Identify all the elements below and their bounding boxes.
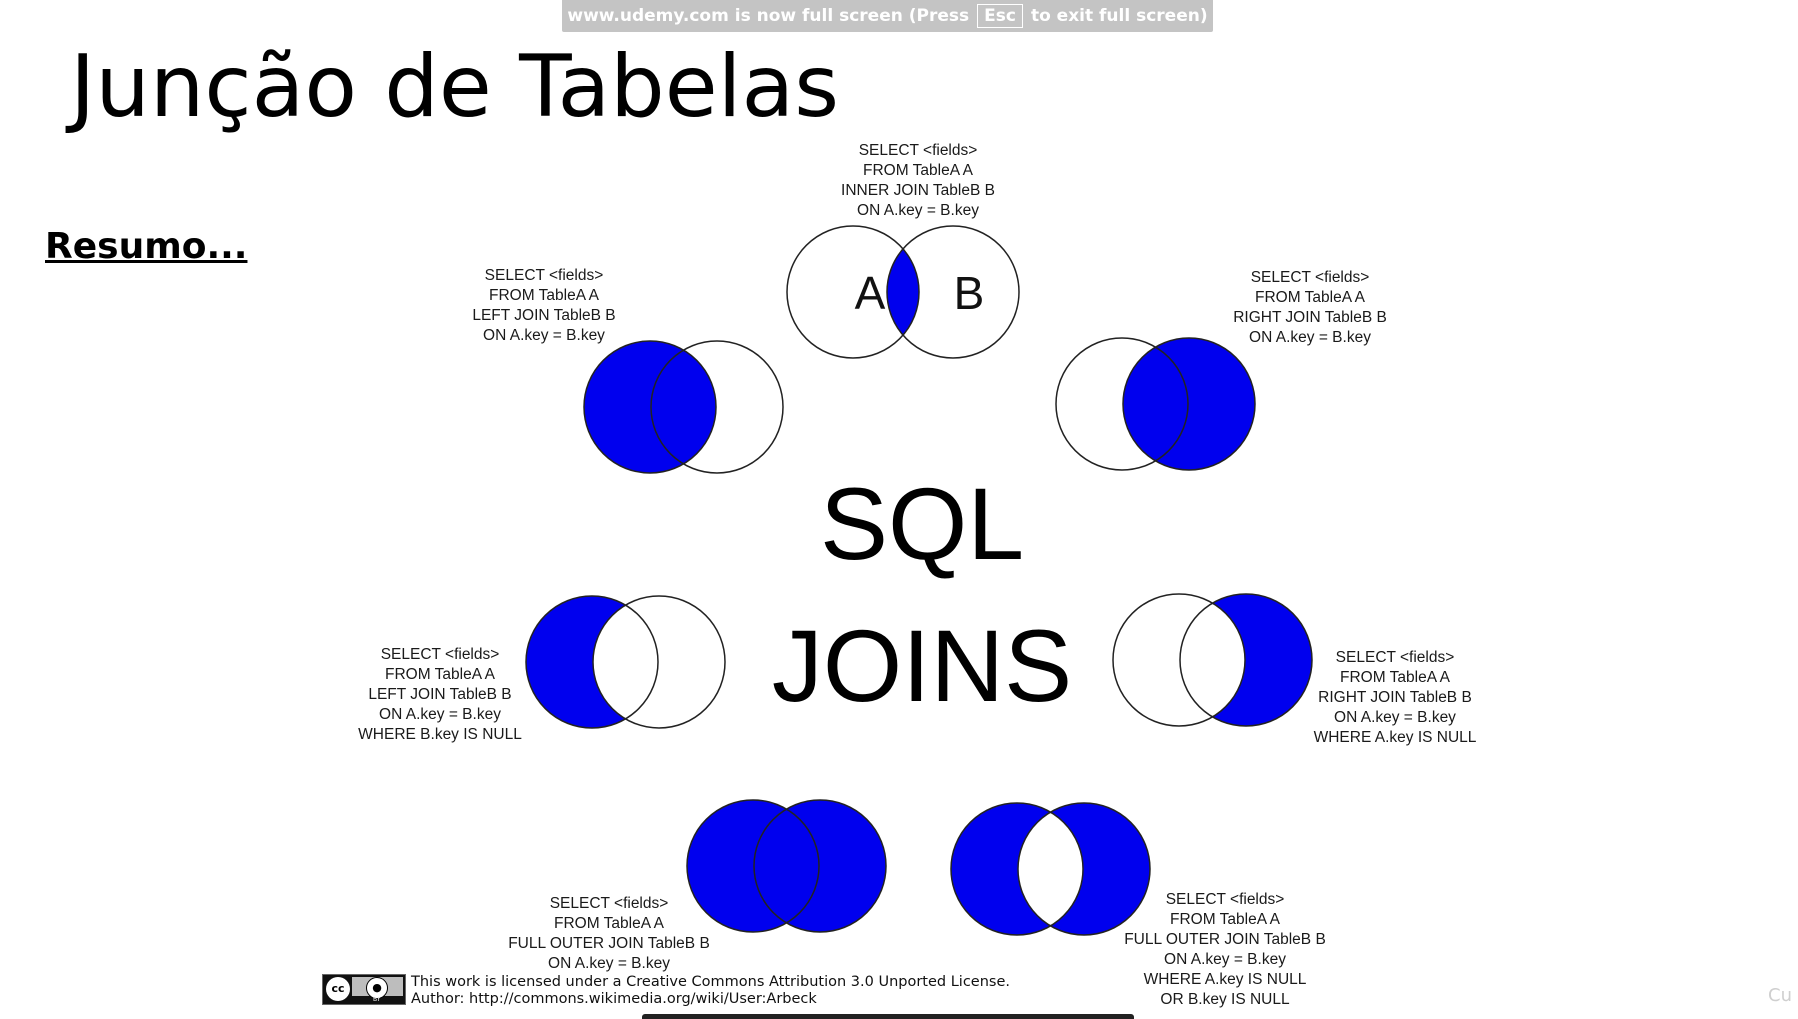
sql-line: FULL OUTER JOIN TableB B: [1124, 931, 1326, 948]
sql-line: FROM TableA A: [489, 287, 599, 304]
venn-inner-join: [786, 225, 1020, 359]
circle-label-a: A: [855, 267, 886, 319]
sql-line: ON A.key = B.key: [548, 955, 670, 972]
sql-line: OR B.key IS NULL: [1160, 991, 1290, 1008]
sql-right-exclusive-join: SELECT <fields> FROM TableA A RIGHT JOIN…: [1314, 648, 1477, 748]
venn-right-exclusive-join: [1112, 593, 1313, 727]
sql-line: FROM TableA A: [554, 915, 664, 932]
sql-line: SELECT <fields>: [1165, 891, 1285, 908]
sql-line: SELECT <fields>: [858, 142, 978, 159]
sql-line: SELECT <fields>: [1250, 269, 1370, 286]
sql-left-join: SELECT <fields> FROM TableA A LEFT JOIN …: [472, 266, 615, 346]
sql-line: INNER JOIN TableB B: [841, 182, 995, 199]
venn-right-join: [1055, 337, 1256, 471]
author-line: Author: http://commons.wikimedia.org/wik…: [411, 991, 817, 1007]
sql-line: LEFT JOIN TableB B: [472, 307, 616, 324]
cc-by-label: BY: [373, 996, 381, 1003]
sql-line: SELECT <fields>: [1335, 649, 1455, 666]
sql-line: ON A.key = B.key: [1164, 951, 1286, 968]
sql-line: RIGHT JOIN TableB B: [1318, 689, 1472, 706]
video-controls-edge[interactable]: [642, 1014, 1134, 1019]
venn-left-exclusive-join: [525, 595, 726, 729]
fullscreen-notice-text-end: to exit full screen): [1030, 6, 1208, 26]
sql-line: ON A.key = B.key: [857, 202, 979, 219]
venn-full-outer-join: [686, 799, 887, 933]
sql-line: FROM TableA A: [1255, 289, 1365, 306]
sql-line: FROM TableA A: [1170, 911, 1280, 928]
creative-commons-badge: cc ● BY: [322, 974, 406, 1005]
esc-key-hint: Esc: [977, 4, 1023, 28]
sql-line: ON A.key = B.key: [483, 327, 605, 344]
slide-title: Junção de Tabelas: [70, 37, 840, 137]
sql-line: WHERE A.key IS NULL: [1313, 729, 1477, 746]
fullscreen-notice-text-start: www.udemy.com is now full screen (Press: [567, 6, 970, 26]
sql-line: ON A.key = B.key: [379, 706, 501, 723]
venn-left-join: [583, 340, 784, 474]
sql-inner-join: SELECT <fields> FROM TableA A INNER JOIN…: [841, 141, 995, 221]
sql-line: RIGHT JOIN TableB B: [1233, 309, 1387, 326]
sql-left-exclusive-join: SELECT <fields> FROM TableA A LEFT JOIN …: [358, 645, 522, 745]
sql-full-outer-join: SELECT <fields> FROM TableA A FULL OUTER…: [508, 894, 710, 974]
cc-icon: cc: [326, 977, 350, 1001]
corner-watermark: Cu: [1768, 985, 1792, 1006]
diagram-title-joins: JOINS: [771, 609, 1073, 723]
sql-line: FULL OUTER JOIN TableB B: [508, 935, 710, 952]
fullscreen-notice: www.udemy.com is now full screen (Press …: [562, 0, 1213, 32]
sql-line: SELECT <fields>: [484, 267, 604, 284]
license-notice: This work is licensed under a Creative C…: [411, 974, 1010, 1008]
sql-line: LEFT JOIN TableB B: [368, 686, 512, 703]
attribution-icon: ●: [366, 977, 388, 999]
venn-full-outer-exclusive-join: [950, 802, 1151, 936]
sql-right-join: SELECT <fields> FROM TableA A RIGHT JOIN…: [1233, 268, 1387, 348]
sql-line: SELECT <fields>: [549, 895, 669, 912]
slide-subtitle: Resumo...: [45, 226, 248, 267]
sql-line: ON A.key = B.key: [1249, 329, 1371, 346]
sql-line: FROM TableA A: [385, 666, 495, 683]
sql-line: WHERE B.key IS NULL: [358, 726, 522, 743]
circle-label-b: B: [954, 267, 985, 319]
license-line: This work is licensed under a Creative C…: [411, 974, 1011, 990]
sql-full-outer-exclusive-join: SELECT <fields> FROM TableA A FULL OUTER…: [1124, 890, 1326, 1010]
sql-line: WHERE A.key IS NULL: [1143, 971, 1307, 988]
sql-line: FROM TableA A: [863, 162, 973, 179]
sql-line: FROM TableA A: [1340, 669, 1450, 686]
sql-line: SELECT <fields>: [380, 646, 500, 663]
diagram-title-sql: SQL: [819, 467, 1025, 581]
sql-line: ON A.key = B.key: [1334, 709, 1456, 726]
